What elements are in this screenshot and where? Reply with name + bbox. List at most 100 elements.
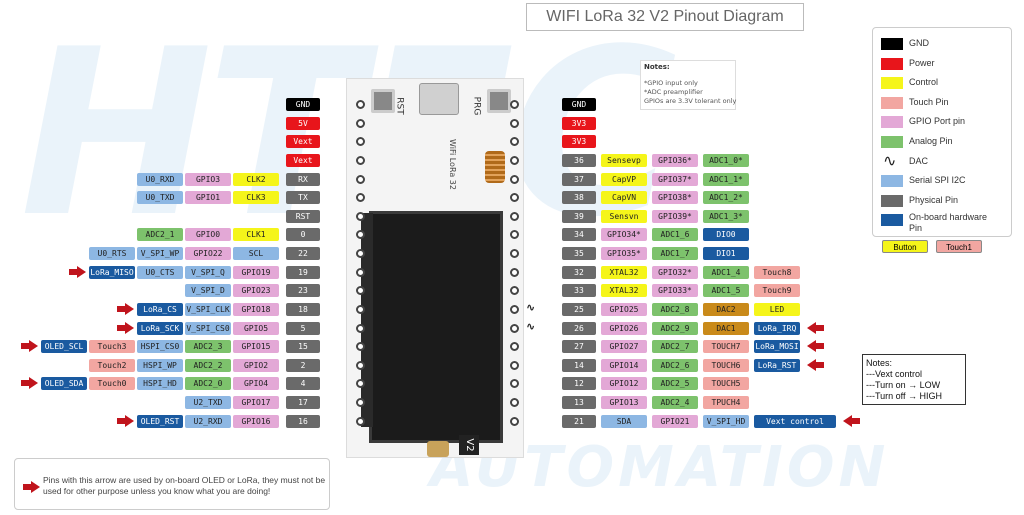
pin-label-physical: 36 bbox=[562, 154, 596, 167]
pin-label-function: GPIO19 bbox=[233, 266, 279, 279]
pin-label-function: ADC2_3 bbox=[185, 340, 231, 353]
pin-pad bbox=[356, 137, 365, 146]
pin-label-physical: 12 bbox=[562, 377, 596, 390]
notes-top-line: *ADC preamplifier bbox=[644, 88, 703, 96]
pin-pad bbox=[356, 212, 365, 221]
rst-label: RST bbox=[394, 97, 405, 115]
pin-pad bbox=[510, 119, 519, 128]
pin-label-physical: 18 bbox=[286, 303, 320, 316]
pin-label-function: LoRa_MOSI bbox=[754, 340, 800, 353]
pin-label-physical: 34 bbox=[562, 228, 596, 241]
pin-label-physical: 27 bbox=[562, 340, 596, 353]
pin-label-function: XTAL32 bbox=[601, 284, 647, 297]
usb-connector bbox=[419, 83, 459, 115]
pin-pad bbox=[356, 230, 365, 239]
pin-label-function: GPIO0 bbox=[185, 228, 231, 241]
pin-label-function: GPIO15 bbox=[233, 340, 279, 353]
arrow-icon bbox=[807, 359, 824, 371]
pin-label-function: GPIO32* bbox=[652, 266, 698, 279]
model-label: WiFi LoRa 32 bbox=[448, 139, 457, 190]
arrow-icon bbox=[117, 322, 134, 334]
pin-label-function: GPIO33* bbox=[652, 284, 698, 297]
pin-label-function: GPIO25 bbox=[601, 303, 647, 316]
pin-label-function: ADC2_1 bbox=[137, 228, 183, 241]
rst-button bbox=[371, 89, 395, 113]
pin-label-physical: 17 bbox=[286, 396, 320, 409]
notes-top: Notes: *GPIO input only *ADC preamplifie… bbox=[640, 60, 736, 110]
pin-pad bbox=[510, 156, 519, 165]
pin-label-function: V_SPI_Q bbox=[185, 266, 231, 279]
notes-right: Notes: ---Vext control ---Turn on → LOW … bbox=[862, 354, 966, 405]
pin-label-function: GPIO22 bbox=[185, 247, 231, 260]
pin-pad bbox=[356, 286, 365, 295]
oled-screen bbox=[369, 211, 503, 443]
pin-label-physical: 2 bbox=[286, 359, 320, 372]
legend-swatch bbox=[881, 57, 903, 70]
pin-label-function: ADC2_0 bbox=[185, 377, 231, 390]
pin-label-function: GPIO38* bbox=[652, 191, 698, 204]
pin-label-function: ADC2_4 bbox=[652, 396, 698, 409]
pin-label-function: OLED_RST bbox=[137, 415, 183, 428]
pin-label-function: HSPI_CS0 bbox=[137, 340, 183, 353]
legend-swatch bbox=[881, 96, 903, 109]
notes-right-line: ---Vext control bbox=[866, 369, 923, 379]
legend-label: GND bbox=[909, 38, 929, 48]
footer-note-text: Pins with this arrow are used by on-boar… bbox=[43, 475, 326, 496]
notes-top-line: *GPIO input only bbox=[644, 79, 698, 87]
pin-label-function: DAC2 bbox=[703, 303, 749, 316]
pin-label-physical: TX bbox=[286, 191, 320, 204]
pin-label-function: U0_RXD bbox=[137, 173, 183, 186]
pin-label-function: GPIO4 bbox=[233, 377, 279, 390]
pin-label-function: SCL bbox=[233, 247, 279, 260]
pin-label-function: GPIO26 bbox=[601, 322, 647, 335]
pin-label-function: ADC1_4 bbox=[703, 266, 749, 279]
pin-label-function: GPIO16 bbox=[233, 415, 279, 428]
legend-label: GPIO Port pin bbox=[909, 116, 966, 127]
pin-label-function: GPIO1 bbox=[185, 191, 231, 204]
pin-label-function: LoRa_IRQ bbox=[754, 322, 800, 335]
pin-label-function: ADC1_0* bbox=[703, 154, 749, 167]
pin-label-function: ADC1_6 bbox=[652, 228, 698, 241]
pin-label-function: Sensvn bbox=[601, 210, 647, 223]
pin-label-physical: 33 bbox=[562, 284, 596, 297]
pin-label-function: ADC1_5 bbox=[703, 284, 749, 297]
pin-label-physical: 4 bbox=[286, 377, 320, 390]
pin-pad bbox=[356, 249, 365, 258]
pin-label-function: TOUCH6 bbox=[703, 359, 749, 372]
legend-swatch bbox=[881, 116, 903, 129]
pin-label-function: ADC2_2 bbox=[185, 359, 231, 372]
pin-pad bbox=[356, 100, 365, 109]
pin-label-physical: 3V3 bbox=[562, 117, 596, 130]
pin-label-physical: 14 bbox=[562, 359, 596, 372]
v2-label: V2 bbox=[459, 435, 479, 455]
pin-label-function: V_SPI_CS0 bbox=[185, 322, 231, 335]
pin-pad bbox=[510, 175, 519, 184]
pin-label-physical: 35 bbox=[562, 247, 596, 260]
legend-label: DAC bbox=[909, 155, 929, 166]
pin-label-function: LoRa_CS bbox=[137, 303, 183, 316]
pin-label-function: Touch3 bbox=[89, 340, 135, 353]
pin-pad bbox=[356, 324, 365, 333]
footer-note: Pins with this arrow are used by on-boar… bbox=[14, 458, 330, 510]
pin-label-function: ADC1_7 bbox=[652, 247, 698, 260]
pin-pad bbox=[510, 342, 519, 351]
pin-label-physical: Vext bbox=[286, 135, 320, 148]
arrow-icon bbox=[843, 415, 860, 427]
pin-label-physical: GND bbox=[286, 98, 320, 111]
pin-label-function: GPIO35* bbox=[601, 247, 647, 260]
pin-pad bbox=[356, 417, 365, 426]
pin-label-function: V_SPI_HD bbox=[703, 415, 749, 428]
pin-pad bbox=[356, 305, 365, 314]
pin-pad bbox=[356, 193, 365, 202]
pin-label-physical: 16 bbox=[286, 415, 320, 428]
legend-label: Analog Pin bbox=[909, 136, 953, 146]
pin-label-function: GPIO36* bbox=[652, 154, 698, 167]
notes-right-line: ---Turn off → HIGH bbox=[866, 391, 943, 401]
pin-pad bbox=[510, 398, 519, 407]
pin-pad bbox=[356, 119, 365, 128]
pin-label-function: HSPI_HD bbox=[137, 377, 183, 390]
pin-label-function: LoRa_SCK bbox=[137, 322, 183, 335]
pin-label-physical: 5V bbox=[286, 117, 320, 130]
pin-label-function: GPIO34* bbox=[601, 228, 647, 241]
